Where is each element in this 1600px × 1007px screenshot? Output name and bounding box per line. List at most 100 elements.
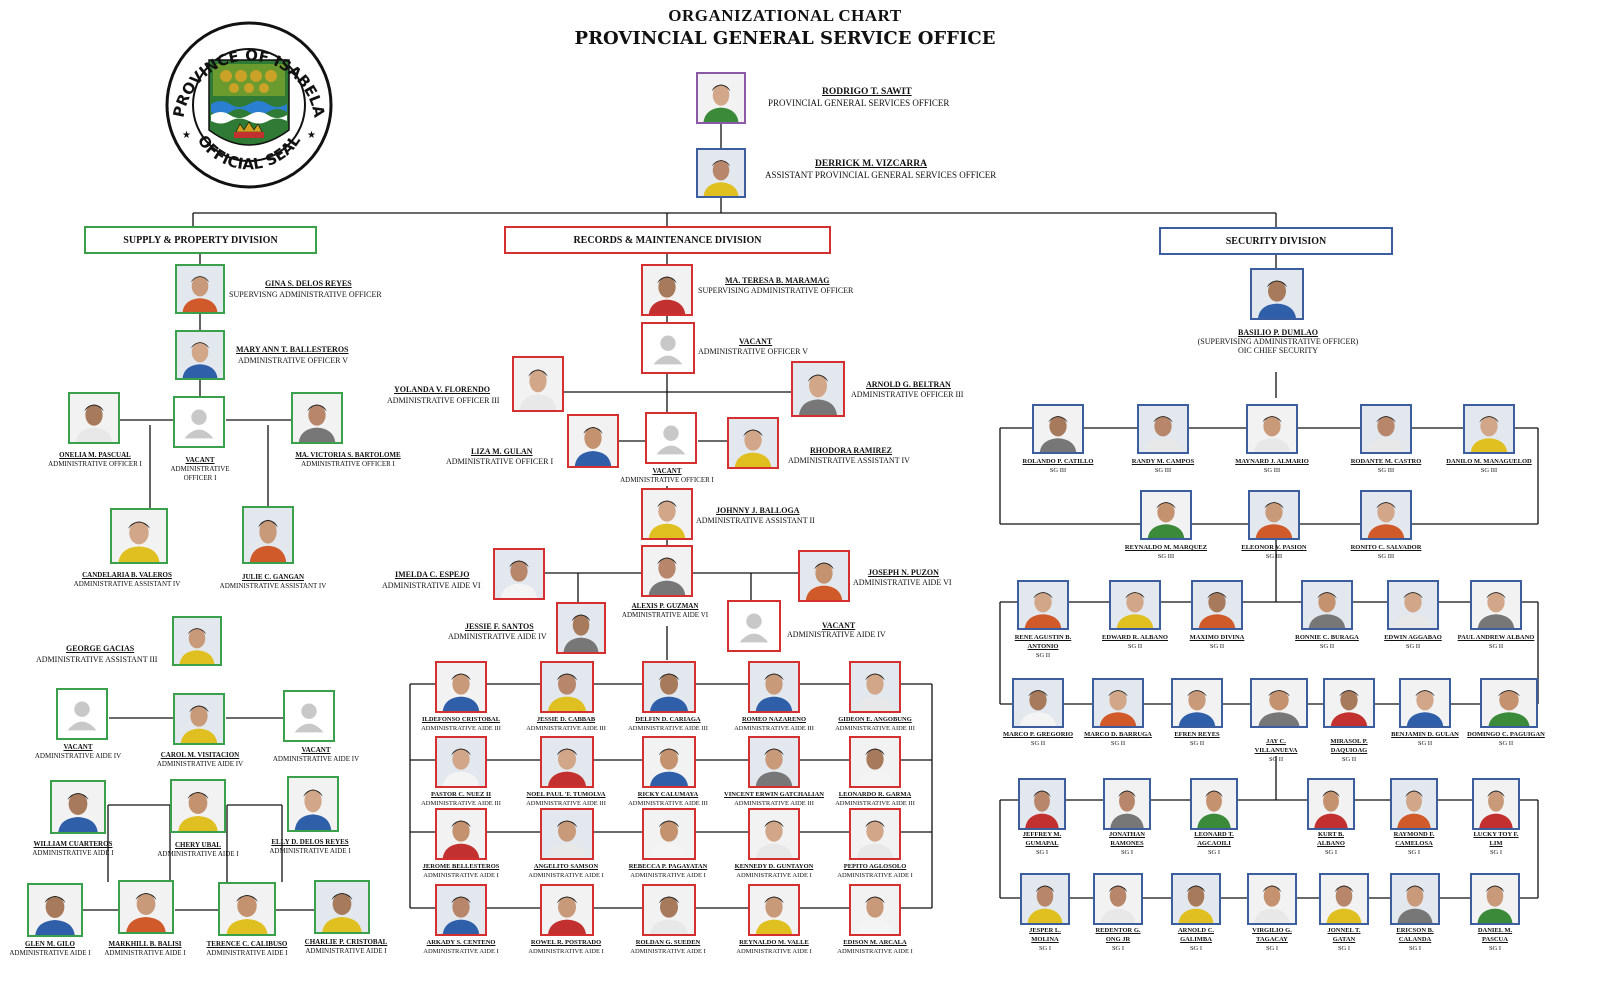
member-position: ADMINISTRATIVE AIDE III [421,725,501,732]
member-position: SG II [1405,643,1421,650]
portrait-photo [1190,778,1238,830]
vacant-placeholder-photo [645,412,697,464]
portrait-photo [1248,490,1300,540]
member-name: BENJAMIN D. GULAN [1391,731,1459,738]
member-name: BASILIO P. DUMLAO [1238,328,1318,337]
portrait-photo [1470,873,1520,925]
portrait-photo [1017,580,1069,630]
member-position: ADMINISTRATIVE AIDE IV [34,752,122,760]
member-name: RENE AGUSTIN B. [1014,634,1072,641]
province-seal-logo: PROVINCE OF ISABELA OFFICIAL SEAL ★ ★ [164,20,334,190]
member-position: SG I [1265,945,1279,952]
member-position: SG II [1498,740,1514,747]
member-position: ADMINISTRATIVE AIDE IV [272,755,360,763]
member-name-line2: VILLANUEVA [1254,747,1298,754]
member-position: SG I [1120,849,1134,856]
member-name: MARCO P. GREGORIO [1003,731,1073,738]
portrait-photo [118,880,174,934]
member-position: ADMINISTRATIVE AIDE I [837,948,913,955]
member-name: GIDEON E. ANGOBUNG [838,716,912,723]
member-position: SG I [1035,849,1049,856]
division-security: SECURITY DIVISION [1159,227,1393,255]
member-name: ROLANDO P. CATILLO [1022,458,1094,465]
member-label: BASILIO P. DUMLAO(SUPERVISING ADMINISTRA… [1160,328,1396,355]
member-position: OIC CHIEF SECURITY [1237,346,1318,355]
portrait-photo [642,661,696,713]
member-name: ANGELITO SAMSON [533,863,599,870]
member-name: VACANT [652,467,682,475]
label-text: ADMINISTRATIVE OFFICER I [446,457,554,466]
portrait-photo [1480,678,1538,728]
member-name: JONNEL T. [1327,927,1361,934]
member-name: JESPER L. [1029,927,1061,934]
head-position: ASSISTANT PROVINCIAL GENERAL SERVICES OF… [765,170,997,180]
portrait-photo [512,356,564,412]
member-position: SG II [1319,643,1335,650]
member-name: LUCKY TOY F. [1473,831,1519,838]
label-text: ADMINISTRATIVE AIDE VI [382,581,481,590]
head-position: PROVINCIAL GENERAL SERVICES OFFICER [768,98,950,108]
member-position: SG III [1049,467,1067,474]
vacant-placeholder-photo [283,690,335,742]
portrait-photo [170,779,226,833]
portrait-photo [1246,404,1298,454]
portrait-photo [1247,873,1297,925]
portrait-photo [1109,580,1161,630]
member-position: SG II [1417,740,1433,747]
member-name: RODANTE M. CASTRO [1350,458,1422,465]
member-name: WILLIAM CUARTEROS [33,840,113,848]
portrait-photo [1250,268,1304,320]
portrait-photo [27,883,83,937]
division-records: RECORDS & MAINTENANCE DIVISION [504,226,831,254]
member-name-line2: CAMELOSA [1395,840,1433,847]
member-position: ADMINISTRATIVE AIDE IV [156,760,244,768]
portrait-photo [791,361,845,417]
portrait-photo [1171,678,1223,728]
member-position: ADMINISTRATIVE AIDE I [423,948,499,955]
member-position: ADMINISTRATIVE AIDE VI [621,611,709,619]
member-position: ADMINISTRATIVE AIDE I [206,949,288,957]
member-name: KURT B. [1317,831,1345,838]
member-position: ADMINISTRATIVE AIDE III [628,800,708,807]
member-position: SG III [1263,467,1281,474]
member-name: REDENTOR G. [1095,927,1141,934]
portrait-photo [642,808,696,860]
portrait-photo [1463,404,1515,454]
label-text: VACANT [739,337,773,346]
label-text: JOSEPH N. PUZON [868,568,939,577]
label-text: GINA S. DELOS REYES [265,279,352,288]
member-name: REYNALDO M. MARQUEZ [1124,544,1208,551]
vacant-placeholder-photo [173,396,225,448]
member-position: SG I [1337,945,1351,952]
member-name: DELFIN D. CARIAGA [635,716,701,723]
member-name: ELEONOR V. PASION [1241,544,1307,551]
member-name: RICKY CALUMAYA [637,791,699,798]
label-text: ADMINISTRATIVE ASSISTANT II [696,516,815,525]
portrait-photo [641,545,693,597]
portrait-photo [641,488,693,540]
